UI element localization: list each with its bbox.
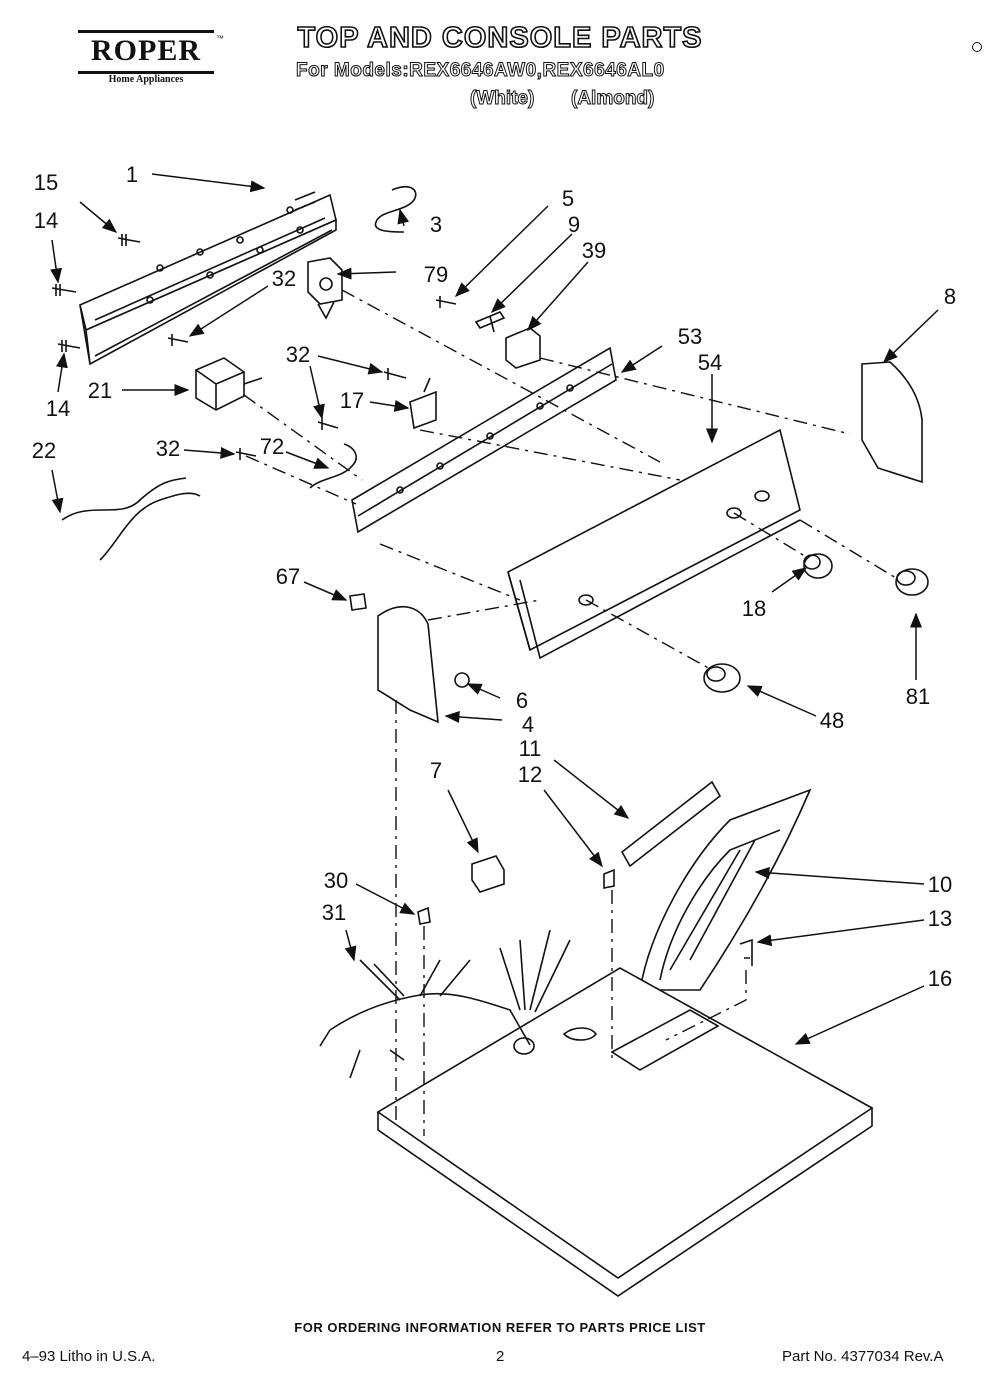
- callout-48: 48: [819, 708, 845, 733]
- callout-30: 30: [323, 868, 349, 893]
- callout-8: 8: [943, 284, 957, 309]
- jumper-wire: [374, 185, 417, 233]
- callout-14-bottom: 14: [45, 396, 71, 421]
- callout-53: 53: [677, 324, 703, 349]
- mount-bracket: [409, 377, 437, 430]
- callout-67: 67: [275, 564, 301, 589]
- callout-12: 12: [517, 762, 543, 787]
- page-title: TOP AND CONSOLE PARTS: [297, 21, 703, 55]
- callout-39: 39: [581, 238, 607, 263]
- logo-trademark: ™: [216, 34, 224, 43]
- callout-3: 3: [429, 212, 443, 237]
- housing-clip: [603, 868, 615, 889]
- leader-arrows: [50, 173, 939, 1045]
- logo-wordmark: ROPER: [91, 34, 201, 67]
- callout-5: 5: [561, 186, 575, 211]
- callout-14-top: 14: [33, 208, 59, 233]
- callout-22: 22: [31, 438, 57, 463]
- console-panel: [507, 428, 801, 660]
- main-wire-harness: [319, 929, 571, 1079]
- callout-18: 18: [741, 596, 767, 621]
- callout-6: 6: [515, 688, 529, 713]
- end-cap-right: [861, 361, 923, 484]
- lint-screen-housing: [639, 788, 812, 991]
- clip-part: [349, 593, 367, 611]
- callout-11: 11: [518, 736, 542, 761]
- logo-tagline: Home Appliances: [108, 74, 184, 85]
- relay-part: [505, 327, 541, 369]
- dryer-top-panel: [376, 967, 874, 1297]
- callout-72: 72: [259, 434, 285, 459]
- model-numbers: For Models:REX6646AW0,REX6646AL0: [296, 60, 665, 82]
- end-cap-left: [377, 606, 439, 724]
- color-label-white: (White): [469, 88, 535, 110]
- callout-32-lower: 32: [155, 436, 181, 461]
- callout-4: 4: [521, 712, 535, 737]
- long-harness: [61, 477, 201, 561]
- console-rail: [351, 346, 617, 534]
- callout-21: 21: [87, 378, 113, 403]
- color-label-almond: (Almond): [570, 88, 655, 110]
- callout-9: 9: [567, 212, 581, 237]
- page-number: 2: [496, 1348, 505, 1365]
- callout-10: 10: [927, 872, 953, 897]
- screw-parts: [51, 234, 753, 966]
- callout-7: 7: [429, 758, 443, 783]
- timer-part: [195, 357, 263, 411]
- callout-13: 13: [927, 906, 953, 931]
- grille-part: [620, 780, 722, 868]
- roper-logo: ROPER ™ Home Appliances: [78, 30, 224, 88]
- ordering-note: FOR ORDERING INFORMATION REFER TO PARTS …: [294, 1320, 706, 1335]
- callout-17: 17: [339, 388, 365, 413]
- callout-81: 81: [905, 684, 931, 709]
- part-number: Part No. 4377034 Rev.A: [782, 1348, 944, 1365]
- callout-79: 79: [423, 262, 449, 287]
- callout-32-middle: 32: [285, 342, 311, 367]
- switch-part: [307, 257, 343, 320]
- callout-32-upper: 32: [271, 266, 297, 291]
- callout-16: 16: [927, 966, 953, 991]
- callout-15: 15: [33, 170, 59, 195]
- logo-frame: [78, 30, 214, 74]
- alignment-lines: [243, 289, 897, 1136]
- callout-54: 54: [697, 350, 723, 375]
- litho-note: 4–93 Litho in U.S.A.: [22, 1348, 156, 1365]
- callout-1: 1: [125, 162, 139, 187]
- bracket-part: [474, 311, 506, 333]
- short-harness: [309, 443, 357, 489]
- connector-part: [471, 855, 505, 893]
- control-panel-plate: [79, 191, 337, 366]
- callout-31: 31: [321, 900, 347, 925]
- harness-clip: [417, 906, 431, 925]
- knob-parts: [454, 553, 929, 693]
- binder-hole-icon: [972, 42, 982, 52]
